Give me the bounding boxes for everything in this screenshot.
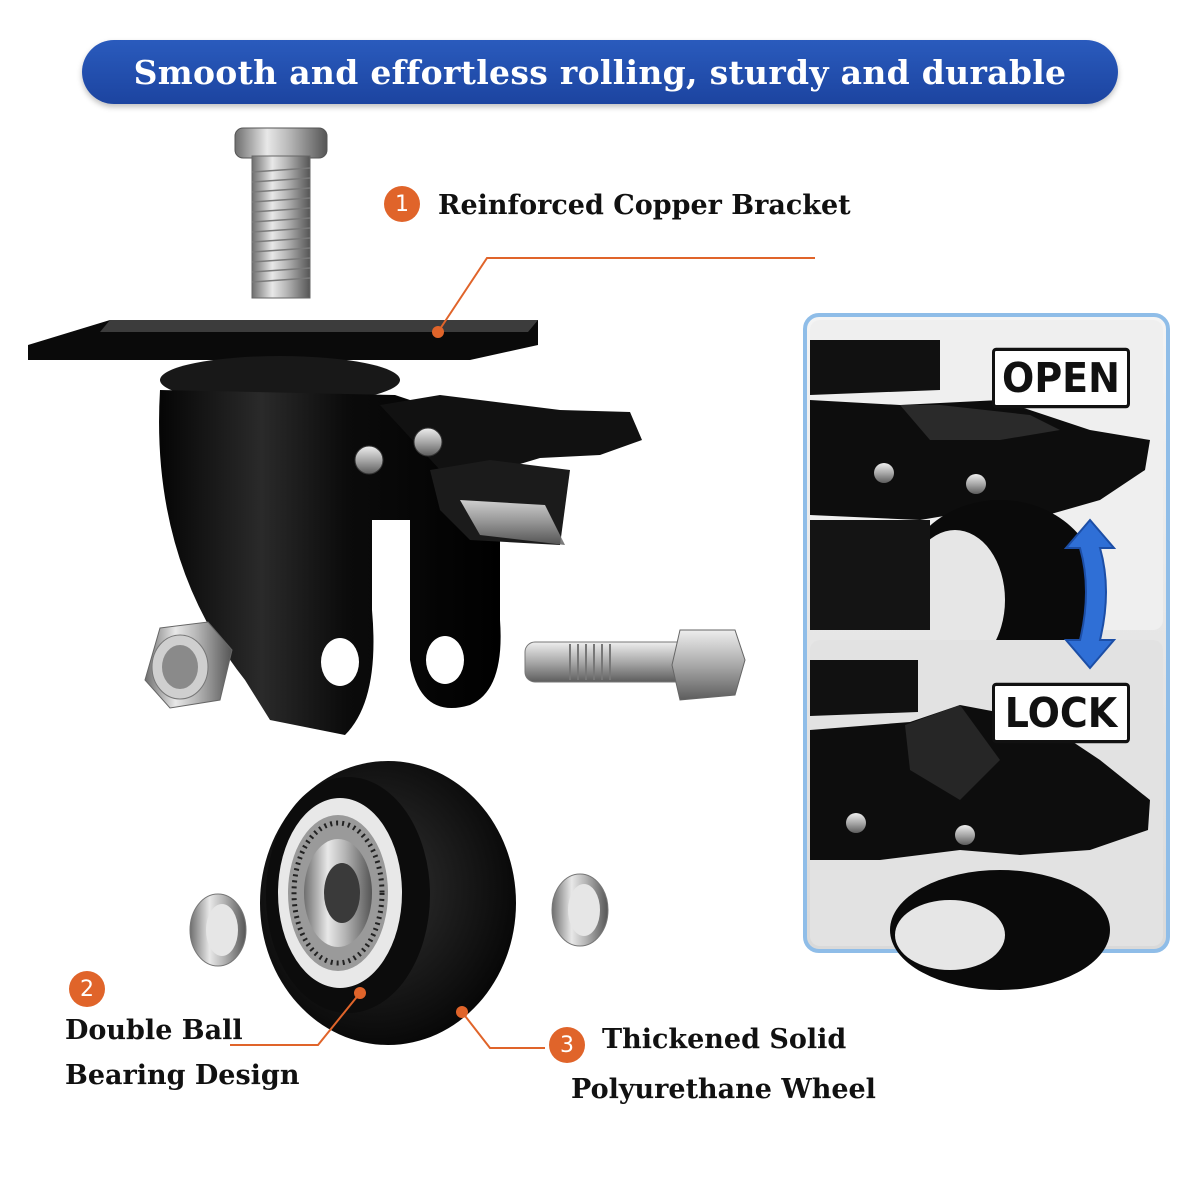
callout-3-badge: 3 bbox=[549, 1027, 585, 1063]
spacer-ring-left bbox=[189, 893, 247, 967]
callout-1-badge: 1 bbox=[384, 186, 420, 222]
open-state-text: OPEN bbox=[1002, 354, 1120, 402]
polyurethane-wheel bbox=[260, 761, 516, 1045]
axle-bolt bbox=[524, 629, 746, 701]
lock-state-label: LOCK bbox=[992, 682, 1130, 744]
headline-banner: Smooth and effortless rolling, sturdy an… bbox=[82, 40, 1118, 104]
spacer-ring-right bbox=[551, 873, 609, 947]
callout-1-label: Reinforced Copper Bracket bbox=[438, 190, 851, 221]
callout-2-badge: 2 bbox=[69, 971, 105, 1007]
callout-3-number: 3 bbox=[560, 1032, 574, 1058]
callout-1-number: 1 bbox=[395, 191, 409, 217]
callout-3-label-line1: Thickened Solid bbox=[602, 1024, 847, 1055]
lock-state-panel bbox=[803, 313, 1170, 990]
lock-state-text: LOCK bbox=[1004, 689, 1118, 737]
callout-2-label-line2: Bearing Design bbox=[65, 1060, 300, 1091]
hex-nut bbox=[144, 621, 233, 709]
threaded-stem bbox=[234, 127, 328, 299]
headline-text: Smooth and effortless rolling, sturdy an… bbox=[133, 52, 1067, 92]
open-state-label: OPEN bbox=[992, 347, 1130, 409]
callout-3-label-line2: Polyurethane Wheel bbox=[571, 1074, 876, 1105]
callout-2-label-line1: Double Ball bbox=[65, 1015, 243, 1046]
callout-2-number: 2 bbox=[80, 976, 94, 1002]
